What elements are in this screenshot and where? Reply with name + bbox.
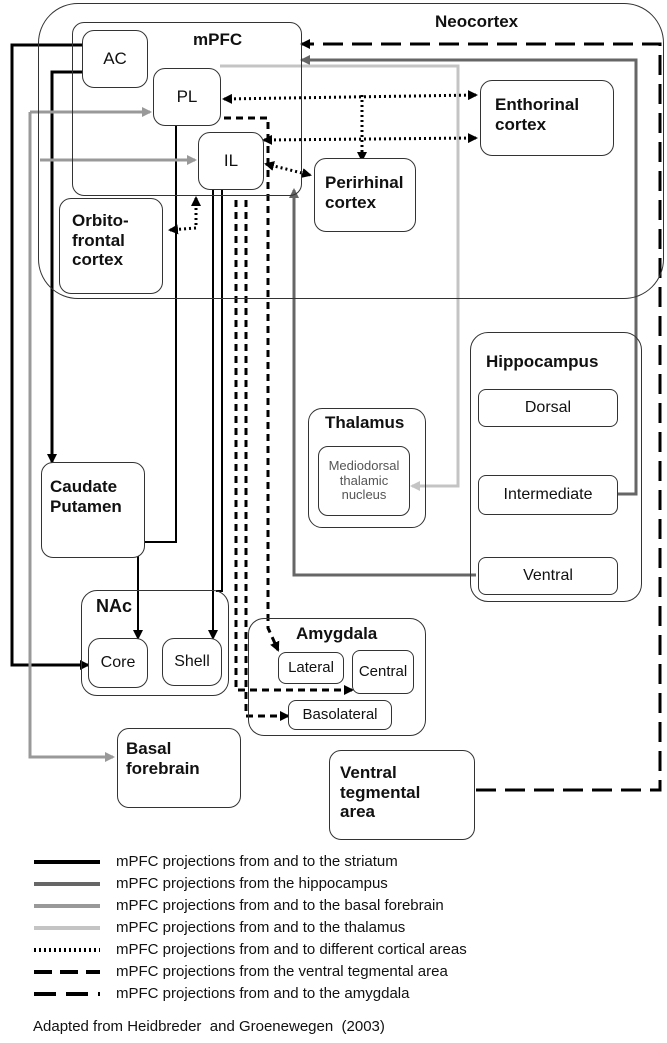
intermediate-label: Intermediate <box>503 485 593 503</box>
hippocampus-box <box>470 332 642 602</box>
citation: Adapted from Heidbreder and Groenewegen … <box>33 1018 385 1035</box>
thalamus-label: Thalamus <box>325 413 405 432</box>
hippocampus-line-ventral <box>289 188 476 577</box>
perirhinal-box: Perirhinal cortex <box>314 158 416 232</box>
lateral-label: Lateral <box>288 659 334 677</box>
enthorinal-label: Enthorinal cortex <box>495 95 580 134</box>
vta-box: Ventral tegmental area <box>329 750 475 840</box>
nac-label: NAc <box>96 596 133 616</box>
cortical-line-il-enthorinal <box>262 133 478 145</box>
ventral-label: Ventral <box>523 566 573 584</box>
basal-forebrain-line <box>28 112 115 762</box>
caudate-box: Caudate Putamen <box>41 462 145 558</box>
neocortex-box <box>38 3 664 299</box>
thalamus-line <box>220 64 460 491</box>
core-box: Core <box>88 638 148 688</box>
legend-item-basal-forebrain: mPFC projections from and to the basal f… <box>116 897 444 914</box>
legend-item-amygdala: mPFC projections from and to the amygdal… <box>116 985 410 1002</box>
mediodorsal-label: Mediodorsal thalamic nucleus <box>328 457 400 503</box>
shell-label: Shell <box>174 652 210 670</box>
dorsal-label: Dorsal <box>524 398 572 416</box>
pl-box: PL <box>153 68 221 126</box>
perirhinal-label: Perirhinal cortex <box>325 173 404 212</box>
amygdala-line-pl-lateral <box>224 116 280 652</box>
legend-item-thalamus: mPFC projections from and to the thalamu… <box>116 919 406 936</box>
nac-box <box>81 590 229 696</box>
intermediate-box: Intermediate <box>478 475 618 515</box>
ac-label: AC <box>103 49 127 69</box>
legend-swatches <box>34 860 100 996</box>
mpfc-label: mPFC <box>193 30 243 49</box>
basolateral-box: Basolateral <box>288 700 392 730</box>
hippocampus-label: Hippocampus <box>486 352 599 371</box>
vta-line <box>300 39 662 792</box>
ventral-box: Ventral <box>478 557 618 595</box>
thalamus-box <box>308 408 426 528</box>
central-label: Central <box>358 663 408 681</box>
orbitofrontal-label: Orbito-frontal cortex <box>72 211 129 270</box>
pl-label: PL <box>176 87 198 107</box>
il-label: IL <box>223 151 239 171</box>
il-box: IL <box>198 132 264 190</box>
cortical-line-il-orbitofrontal <box>168 196 201 235</box>
amygdala-label: Amygdala <box>296 624 378 643</box>
mediodorsal-box: Mediodorsal thalamic nucleus <box>318 446 410 516</box>
basal-forebrain-box: Basal forebrain <box>117 728 241 808</box>
ac-box: AC <box>82 30 148 88</box>
legend-item-cortical: mPFC projections from and to different c… <box>116 941 467 958</box>
lateral-box: Lateral <box>278 652 344 684</box>
neocortex-label: Neocortex <box>435 12 519 31</box>
core-label: Core <box>100 653 136 671</box>
legend-item-vta: mPFC projections from the ventral tegmen… <box>116 963 448 980</box>
basal-forebrain-label: Basal forebrain <box>126 739 200 778</box>
dorsal-box: Dorsal <box>478 389 618 427</box>
striatum-line-ac-core <box>10 43 90 670</box>
caudate-label: Caudate Putamen <box>50 477 122 516</box>
amygdala-line-il-central <box>234 200 354 695</box>
enthorinal-box: Enthorinal cortex <box>480 80 614 156</box>
central-box: Central <box>352 650 414 694</box>
orbitofrontal-box: Orbito-frontal cortex <box>59 198 163 294</box>
mpfc-box <box>72 22 302 196</box>
amygdala-box <box>248 618 426 736</box>
legend-item-striatum: mPFC projections from and to the striatu… <box>116 853 398 870</box>
amygdala-line-il-basolateral <box>244 200 290 721</box>
basolateral-label: Basolateral <box>302 706 378 724</box>
vta-label: Ventral tegmental area <box>340 763 421 822</box>
shell-box: Shell <box>162 638 222 686</box>
legend-item-hippocampus: mPFC projections from the hippocampus <box>116 875 388 892</box>
cortical-line-pl-enthorinal <box>222 90 478 104</box>
